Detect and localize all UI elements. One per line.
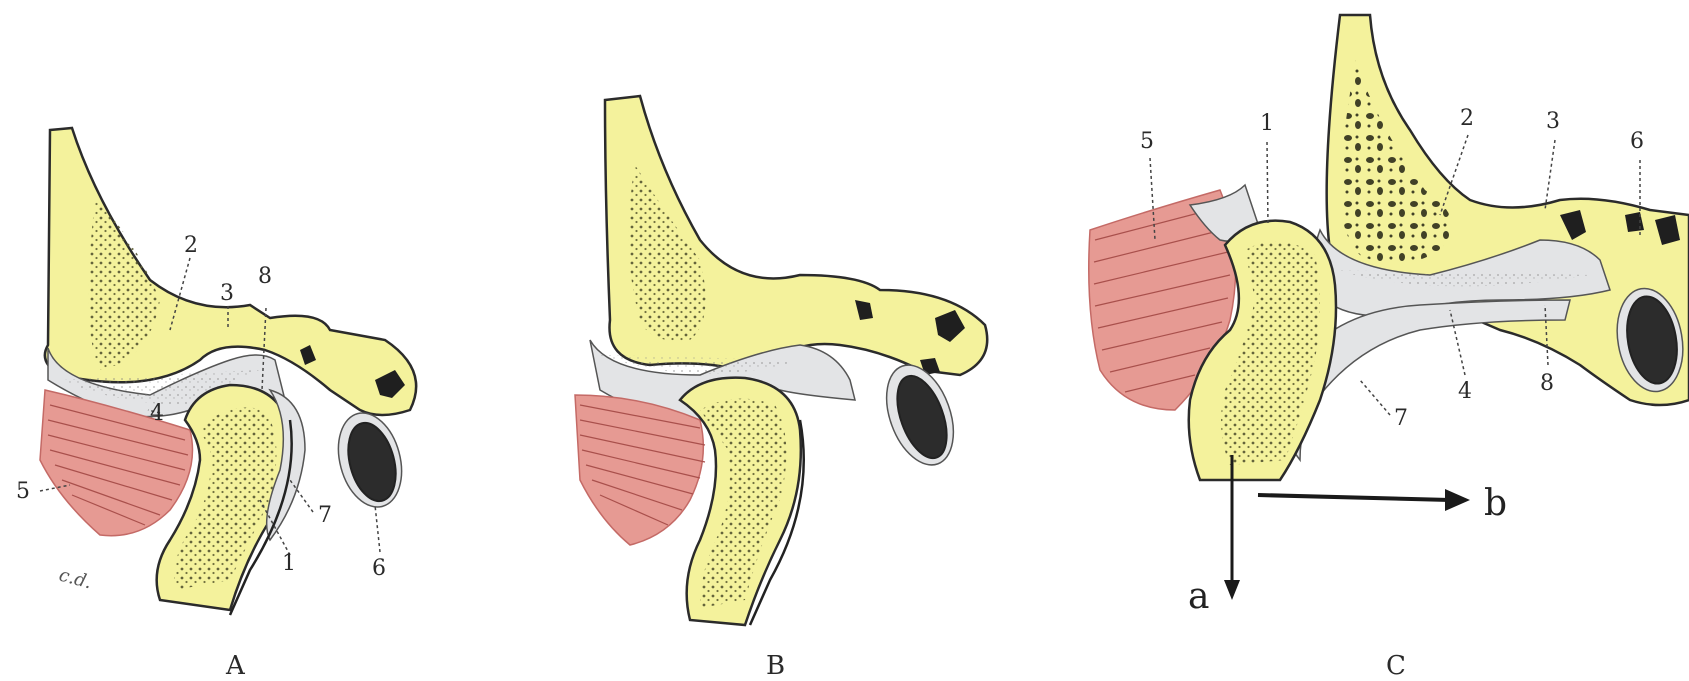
label-a-1: 1 bbox=[282, 551, 296, 576]
label-c-5: 5 bbox=[1140, 129, 1154, 154]
label-c-3: 3 bbox=[1546, 109, 1560, 134]
label-c-1: 1 bbox=[1260, 111, 1274, 136]
label-c-2: 2 bbox=[1460, 106, 1474, 131]
panel-c: 5 1 2 3 6 4 8 7 a b C bbox=[1089, 15, 1689, 681]
lateral-pterygoid-b bbox=[575, 395, 703, 545]
label-c-7: 7 bbox=[1394, 406, 1408, 431]
panel-a: 2 3 8 4 5 7 1 6 c.d. A bbox=[16, 128, 416, 681]
caption-a: A bbox=[225, 651, 246, 681]
arrow-label-a: a bbox=[1188, 576, 1209, 617]
label-a-6: 6 bbox=[372, 556, 386, 581]
label-c-8: 8 bbox=[1540, 371, 1554, 396]
label-a-3: 3 bbox=[220, 281, 234, 306]
caption-c: C bbox=[1386, 651, 1406, 681]
label-c-6: 6 bbox=[1630, 129, 1644, 154]
caption-b: B bbox=[766, 651, 785, 681]
label-a-7: 7 bbox=[318, 503, 332, 528]
label-a-4: 4 bbox=[150, 401, 164, 426]
label-a-2: 2 bbox=[184, 233, 198, 258]
label-a-5: 5 bbox=[16, 479, 30, 504]
artist-signature: c.d. bbox=[57, 565, 94, 594]
panel-b: B bbox=[575, 96, 987, 681]
label-c-4: 4 bbox=[1458, 379, 1472, 404]
arrow-label-b: b bbox=[1484, 483, 1507, 524]
arrow-right-b bbox=[1258, 489, 1470, 511]
label-a-8: 8 bbox=[258, 264, 272, 289]
